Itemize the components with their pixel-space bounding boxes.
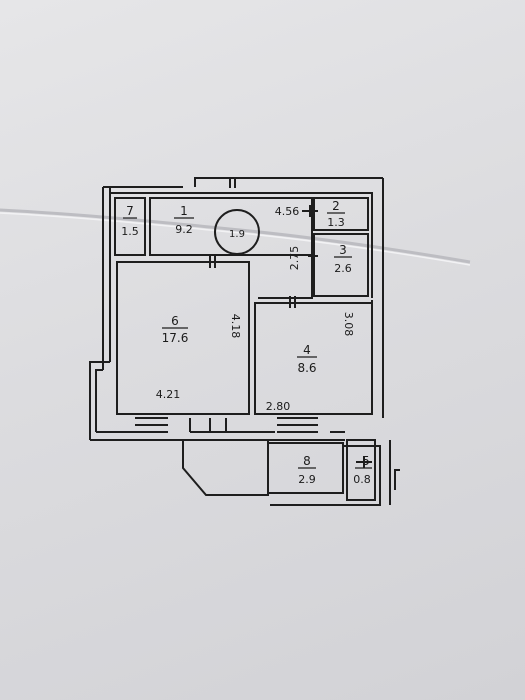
window-left [135,417,168,433]
room-4-area: 8.6 [297,361,316,375]
room-1-outline [149,197,313,256]
dimension-4-21: 4.21 [156,388,181,401]
dimension-4-18: 4.18 [229,314,242,339]
room-1-number: 1 [180,204,188,218]
room-6-number: 6 [171,314,179,328]
outer-wall-top [103,177,384,300]
round-element [214,209,260,255]
dimension-2-80: 2.80 [266,400,291,413]
outer-wall-bottom [90,431,345,441]
room-2-area: 1.3 [327,216,345,229]
balcony [182,440,269,496]
outer-wall-left [89,187,111,440]
room-8-number: 8 [303,454,311,468]
room-3-area: 2.6 [334,262,352,275]
room-2-number: 2 [332,199,340,213]
room-7-area: 1.5 [121,225,139,238]
round-element-area: 1.9 [229,229,245,240]
room-3-number: 3 [339,243,347,257]
room-5-outline [346,439,376,501]
room-5-number: 5 [362,454,370,468]
dimension-4-56: 4.56 [275,205,300,218]
room-8-area: 2.9 [298,473,316,486]
room-6-outline [116,261,250,415]
room-6-area: 17.6 [162,331,189,345]
room-5-area: 0.8 [353,473,371,486]
room-7-number: 7 [126,204,134,218]
room-1-area: 9.2 [175,223,193,236]
room-4-number: 4 [303,343,311,357]
room-7-outline [114,197,146,256]
room-3-outline [313,233,369,297]
room-8-outline [267,442,344,494]
dimension-2-75: 2.75 [288,246,301,271]
dimension-3-08: 3.08 [342,312,355,337]
room-2-outline [313,197,369,231]
window-right [277,417,318,433]
paper-crease [0,208,471,264]
